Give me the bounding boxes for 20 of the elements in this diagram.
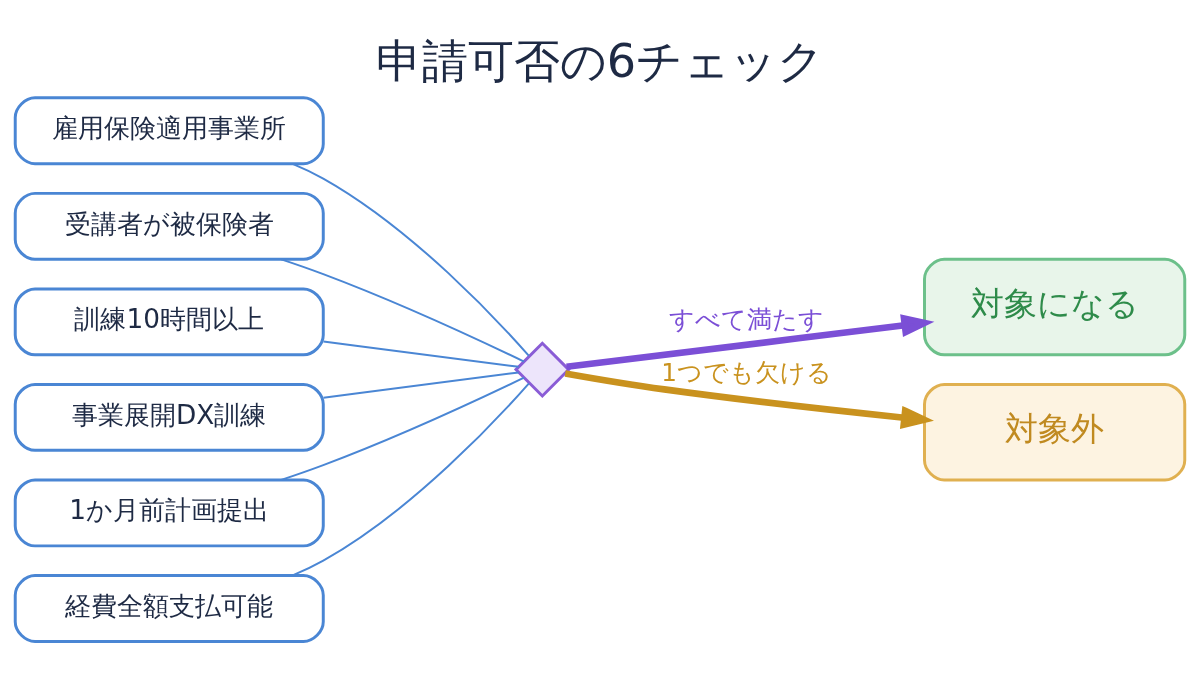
connector: [291, 162, 530, 357]
node-box: 雇用保険適用事業所: [13, 96, 325, 166]
node-box: 訓練10時間以上: [13, 287, 325, 357]
connector: [280, 258, 526, 363]
diagram-title: 申請可否の6チェック: [375, 34, 825, 89]
connector: [280, 376, 526, 481]
connector: [322, 371, 520, 399]
connector: [291, 382, 530, 577]
node-diamond: [513, 341, 571, 399]
arrow: [566, 314, 935, 371]
node-box: 1か月前計画提出: [13, 478, 325, 548]
node-box: 事業展開DX訓練: [13, 382, 325, 452]
connector: [322, 340, 520, 368]
node-box: 経費全額支払可能: [13, 574, 325, 643]
node-box: 対象外: [923, 382, 1187, 482]
arrow: [564, 370, 934, 429]
node-box: 受講者が被保険者: [13, 191, 325, 261]
edge-label: 1つでも欠ける: [661, 358, 832, 388]
node-box: 対象になる: [923, 257, 1187, 357]
edge-label: すべて満たす: [669, 305, 825, 335]
